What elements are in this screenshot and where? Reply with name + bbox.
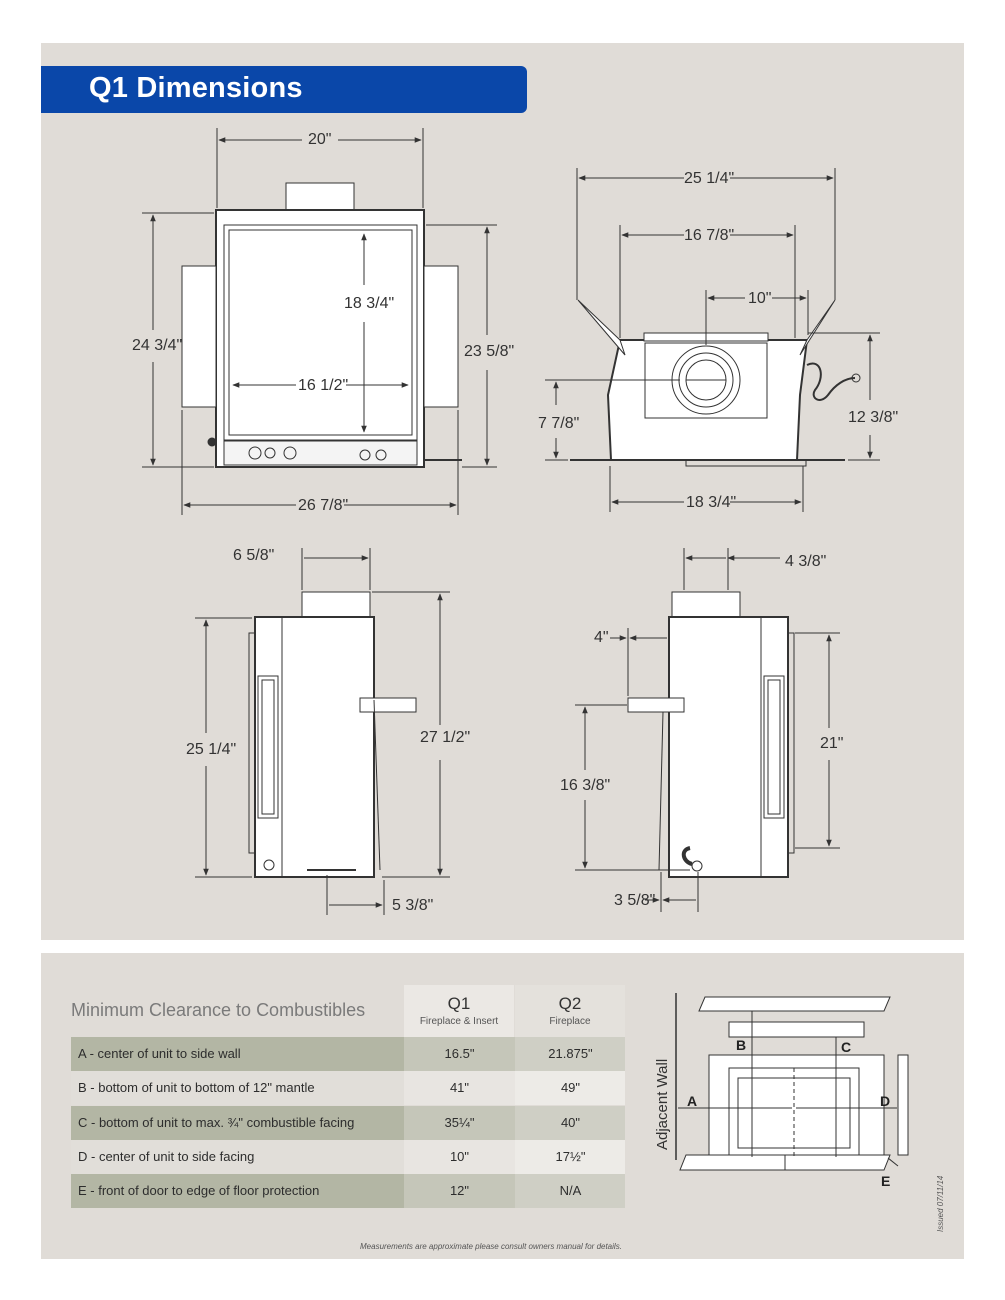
column-sub: Fireplace xyxy=(549,1016,591,1027)
issued-date: Issued 07/11/14 xyxy=(936,1175,945,1232)
column-header-q1: Q1 Fireplace & Insert xyxy=(404,985,514,1040)
row-q2-value: 21.875" xyxy=(548,1046,593,1061)
side-left-collar-label: 6 5/8" xyxy=(233,547,274,564)
page-title: Q1 Dimensions xyxy=(89,72,303,104)
adjacent-wall-label: Adjacent Wall xyxy=(654,1058,671,1150)
row-q2-value: 40" xyxy=(560,1115,581,1130)
row-q1-value: 41" xyxy=(449,1080,470,1095)
front-inner-width-label: 16 1/2" xyxy=(298,377,348,394)
column-name: Q2 xyxy=(558,994,582,1013)
row-q2-value: 49" xyxy=(560,1080,581,1095)
dimensions-panel xyxy=(41,43,964,940)
title-banner: Q1 Dimensions xyxy=(41,66,527,113)
side-right-collar-label: 4 3/8" xyxy=(785,553,826,570)
table-row: D - center of unit to side facing 10" 17… xyxy=(71,1140,625,1174)
table-row: A - center of unit to side wall 16.5" 21… xyxy=(71,1037,625,1071)
side-right-inlet-height-label: 16 3/8" xyxy=(560,777,610,794)
row-q1-value: 16.5" xyxy=(444,1046,475,1061)
front-height-right-label: 23 5/8" xyxy=(464,343,514,360)
front-inner-height-label: 18 3/4" xyxy=(344,295,394,312)
front-width-bottom-label: 26 7/8" xyxy=(298,497,348,514)
side-right-bottom-offset-label: 3 5/8" xyxy=(614,892,655,909)
table-row: C - bottom of unit to max. ¾" combustibl… xyxy=(71,1106,625,1140)
front-width-top-label: 20" xyxy=(308,131,331,148)
dimension-drawings: 20" 18 3/4" 24 3/4" 23 5/8" 16 1/2" 26 7… xyxy=(132,128,898,915)
table-row: B - bottom of unit to bottom of 12" mant… xyxy=(71,1071,625,1105)
row-q1-value: 35¼" xyxy=(444,1115,475,1130)
side-view-right xyxy=(627,591,795,878)
side-left-height-label: 25 1/4" xyxy=(186,741,236,758)
row-q2-value: 17½" xyxy=(555,1149,586,1164)
side-view-left xyxy=(248,591,417,878)
column-name: Q1 xyxy=(447,994,471,1013)
row-q1-value: 12" xyxy=(449,1183,470,1198)
column-sub: Fireplace & Insert xyxy=(419,1016,499,1027)
side-right-offset-label: 4" xyxy=(594,629,609,646)
top-collar-label: 10" xyxy=(748,290,771,307)
footnote: Measurements are approximate please cons… xyxy=(360,1242,622,1251)
row-label: B - bottom of unit to bottom of 12" mant… xyxy=(78,1080,315,1095)
top-view xyxy=(570,299,861,467)
row-q1-value: 10" xyxy=(449,1149,470,1164)
side-right-height-label: 21" xyxy=(820,735,843,752)
column-header-q2: Q2 Fireplace xyxy=(515,985,625,1040)
row-label: C - bottom of unit to max. ¾" combustibl… xyxy=(78,1115,355,1130)
row-label: E - front of door to edge of floor prote… xyxy=(78,1183,320,1198)
row-label: D - center of unit to side facing xyxy=(78,1149,255,1164)
top-overall-label: 25 1/4" xyxy=(684,170,734,187)
front-height-left-label: 24 3/4" xyxy=(132,337,182,354)
top-collar-span-label: 16 7/8" xyxy=(684,227,734,244)
side-left-overall-height-label: 27 1/2" xyxy=(420,729,470,746)
top-height-label: 12 3/8" xyxy=(848,409,898,426)
clearance-title: Minimum Clearance to Combustibles xyxy=(71,1000,366,1020)
row-q2-value: N/A xyxy=(559,1183,582,1198)
front-view xyxy=(181,182,462,468)
top-flue-height-label: 7 7/8" xyxy=(538,415,579,432)
row-label: A - center of unit to side wall xyxy=(78,1046,241,1061)
top-base-label: 18 3/4" xyxy=(686,494,736,511)
table-row: E - front of door to edge of floor prote… xyxy=(71,1174,625,1208)
side-left-gas-offset-label: 5 3/8" xyxy=(392,897,433,914)
